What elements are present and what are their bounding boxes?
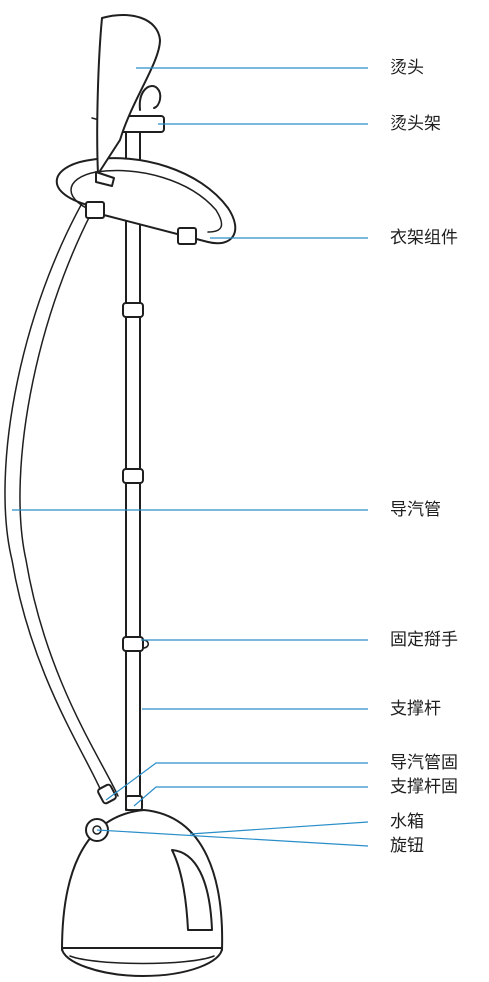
leader-lines	[12, 67, 369, 847]
leader-water-tank	[189, 821, 369, 835]
iron-head	[95, 14, 161, 187]
steam-hose	[4, 175, 119, 801]
label-knob: 旋钮	[390, 836, 424, 856]
label-support-pole: 支撑杆	[390, 699, 441, 719]
label-water-tank: 水箱	[390, 812, 424, 832]
hose-nozzle	[97, 783, 117, 805]
label-hanger: 衣架组件	[390, 228, 458, 248]
label-hose-fixer: 导汽管固	[390, 753, 458, 773]
label-head-holder: 烫头架	[390, 114, 441, 134]
support-pole	[122, 129, 149, 811]
leader-knob	[96, 829, 369, 847]
label-lock-wrench: 固定搿手	[390, 630, 458, 650]
hanger	[55, 157, 237, 245]
label-iron-head: 烫头	[390, 58, 424, 78]
label-steam-hose: 导汽管	[390, 500, 441, 520]
steamer-base	[61, 809, 224, 977]
leader-hose-fixer	[105, 762, 368, 801]
label-pole-fixer: 支撑杆固	[390, 777, 458, 797]
leader-pole-fixer	[133, 786, 368, 807]
